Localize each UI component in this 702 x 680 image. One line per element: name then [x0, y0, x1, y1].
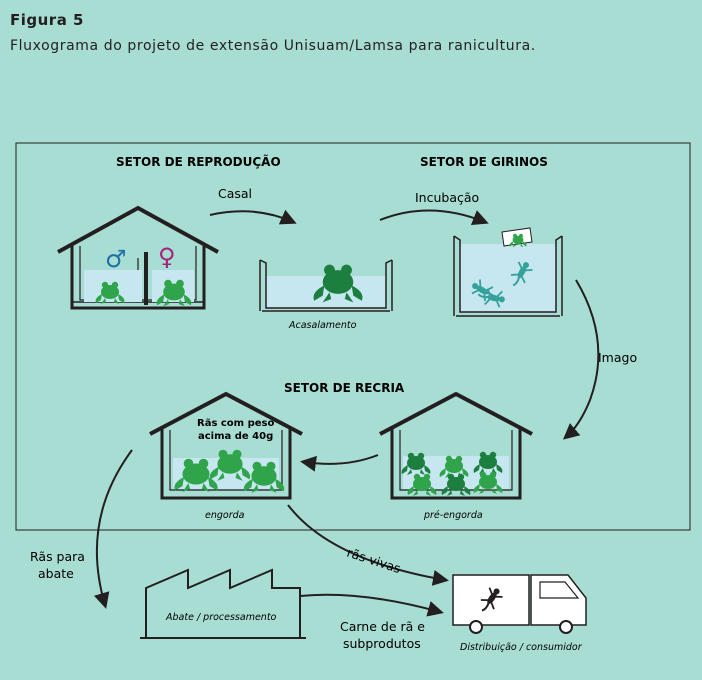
arrow-ras-para-abate [93, 449, 133, 609]
arrow-pre-engorda-to-engorda [300, 454, 379, 472]
sector-title-girinos: SETOR DE GIRINOS [420, 155, 548, 169]
caption-distribuicao: Distribuição / consumidor [460, 642, 583, 653]
farm-boundary-frame [15, 142, 691, 531]
flow-label-ras-para-abate-2: abate [38, 566, 74, 581]
arrow-imago [562, 279, 600, 440]
reproduction-house-icon [57, 205, 219, 310]
note-peso-line2: acima de 40g [198, 431, 273, 442]
caption-engorda: engorda [205, 510, 245, 521]
flow-label-incubacao: Incubação [415, 190, 479, 205]
figure-label: Figura 5 [10, 11, 84, 29]
flow-label-casal: Casal [218, 186, 252, 201]
arrow-casal [209, 209, 297, 225]
flow-label-ras-vivas: rãs vivas [345, 545, 403, 576]
caption-acasalamento: Acasalamento [288, 320, 357, 331]
tadpole-tank-icon [453, 227, 563, 317]
figure-caption: Fluxograma do projeto de extensão Unisua… [10, 38, 536, 54]
caption-pre-engorda: pré-engorda [423, 510, 483, 521]
caption-abate: Abate / processamento [165, 612, 277, 623]
arrow-carne [299, 593, 444, 617]
flow-label-ras-para-abate-1: Rãs para [30, 549, 85, 564]
flow-label-carne-2: subprodutos [343, 636, 421, 651]
sector-title-recria: SETOR DE RECRIA [284, 381, 405, 395]
arrow-ras-vivas [287, 504, 449, 586]
flow-label-imago: Imago [598, 350, 637, 365]
factory-icon [140, 568, 306, 639]
male-icon: ♂ [105, 245, 127, 273]
sector-title-reproducao: SETOR DE REPRODUÇÃO [116, 154, 281, 169]
truck-icon [452, 574, 587, 634]
note-peso-line1: Rãs com peso [197, 418, 274, 429]
arrow-incubacao [379, 209, 489, 225]
flow-label-carne-1: Carne de rã e [340, 619, 425, 634]
female-icon: ♀ [158, 243, 176, 271]
